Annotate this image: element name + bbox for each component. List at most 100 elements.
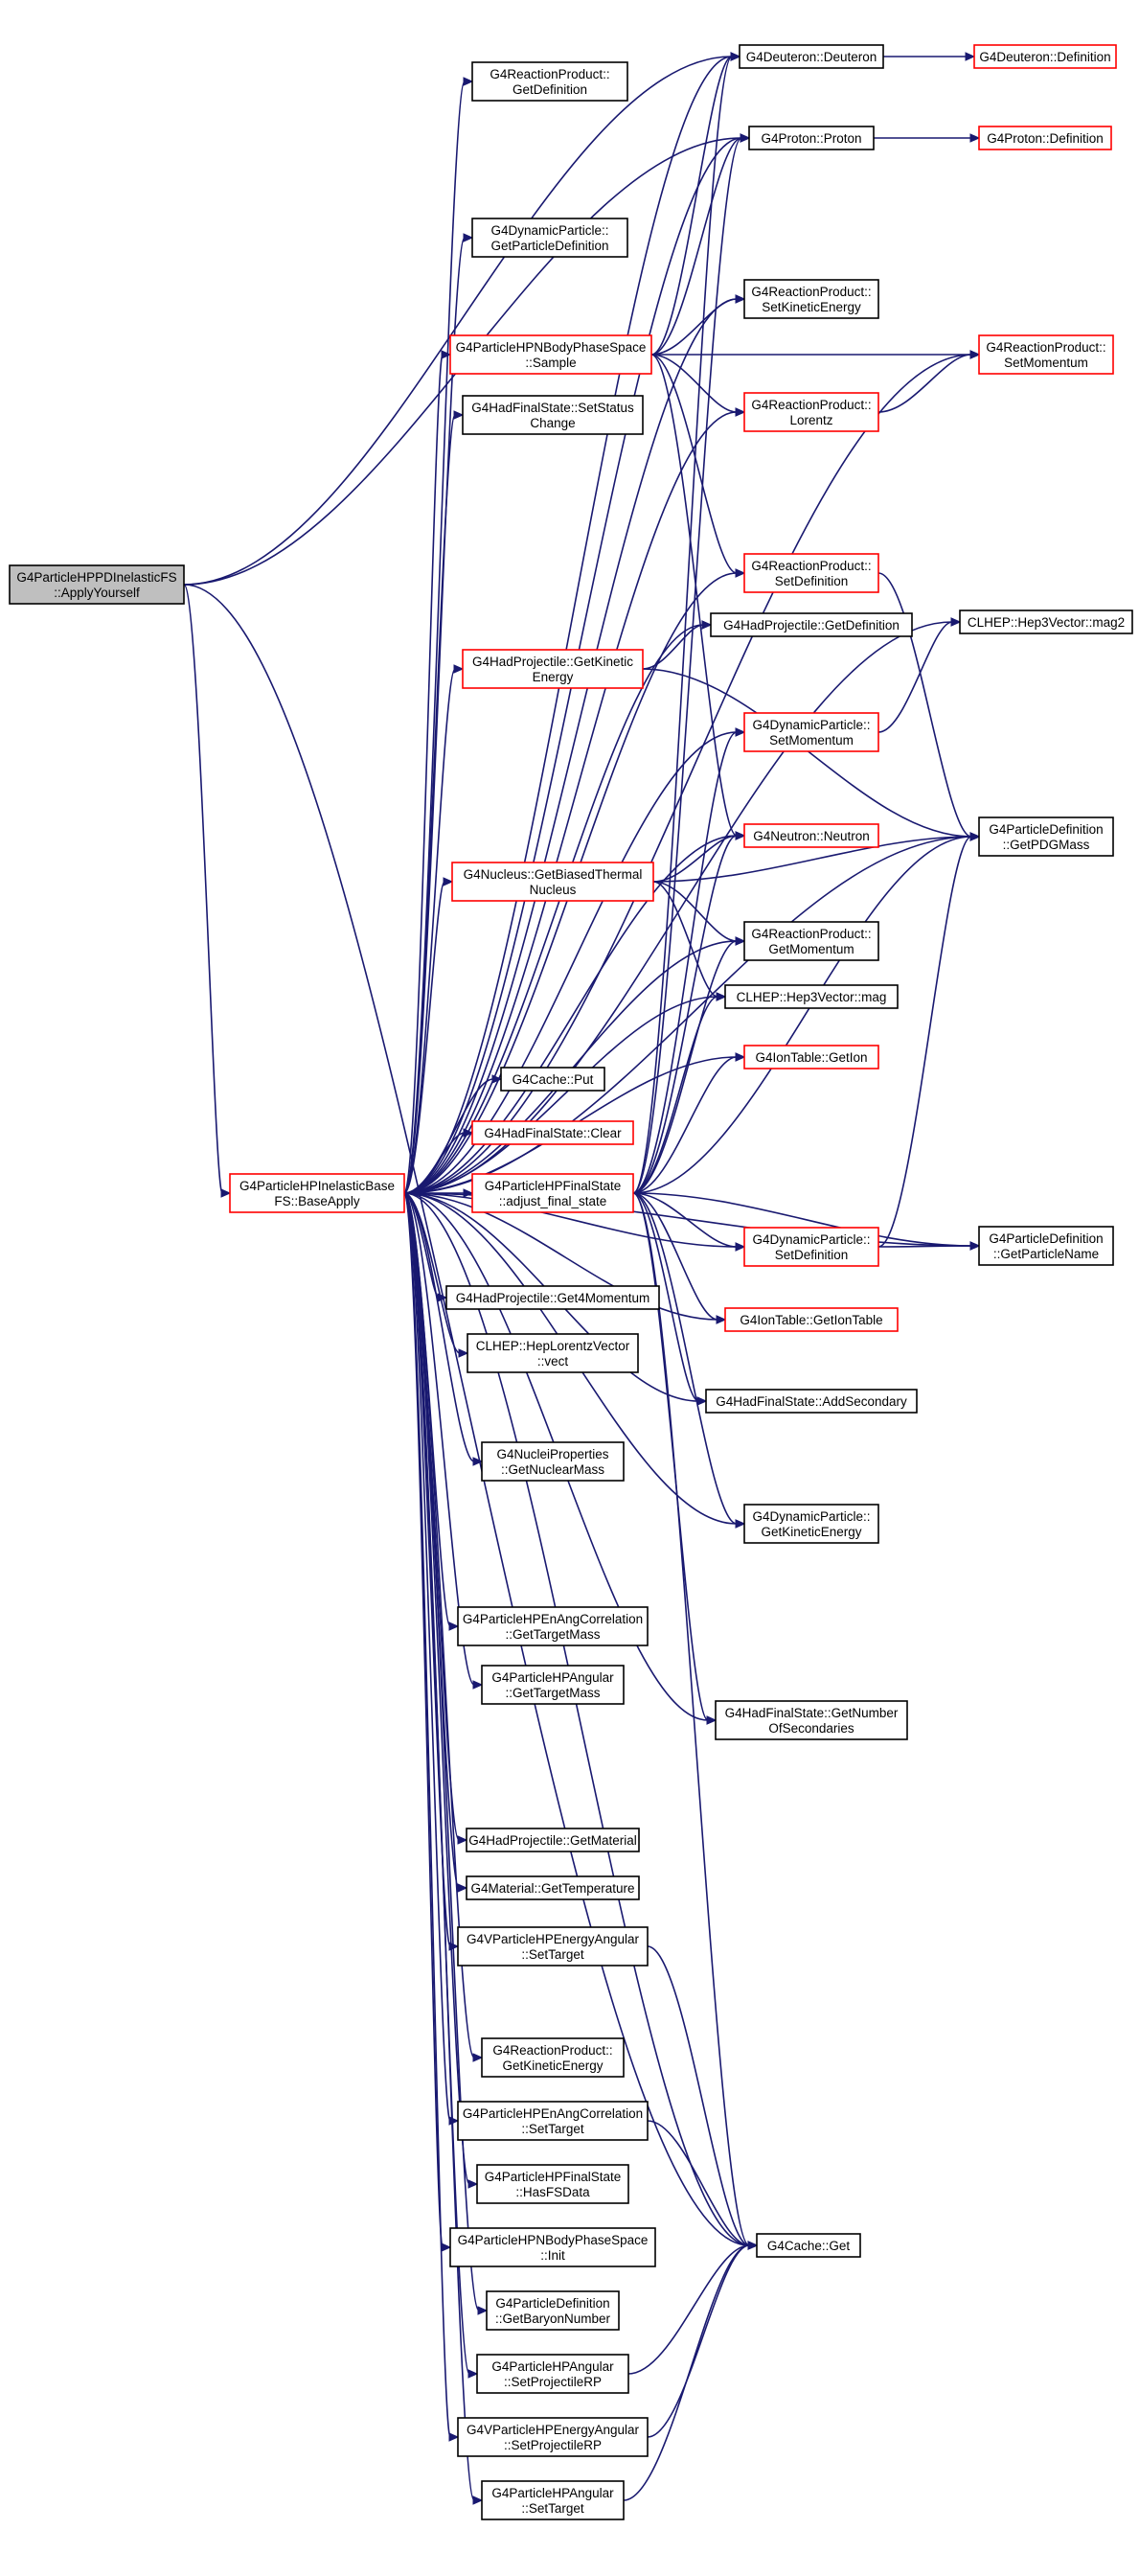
node-rp-getdef[interactable]: G4ReactionProduct::GetDefinition bbox=[471, 61, 628, 102]
node-label: G4Material::GetTemperature bbox=[470, 1881, 634, 1896]
node-label: Change bbox=[530, 416, 575, 430]
node-rp-setdef[interactable]: G4ReactionProduct::SetDefinition bbox=[743, 553, 879, 593]
node-nbody-sample[interactable]: G4ParticleHPNBodyPhaseSpace::Sample bbox=[449, 334, 652, 375]
node-label: ::SetTarget bbox=[521, 1947, 584, 1962]
node-ang-gtm[interactable]: G4ParticleHPAngular::GetTargetMass bbox=[481, 1665, 625, 1705]
node-mat-temp[interactable]: G4Material::GetTemperature bbox=[466, 1875, 640, 1900]
node-label: G4VParticleHPEnergyAngular bbox=[467, 1932, 640, 1946]
node-rp-lorentz[interactable]: G4ReactionProduct::Lorentz bbox=[743, 392, 879, 432]
node-cache-put[interactable]: G4Cache::Put bbox=[500, 1067, 605, 1092]
node-pd-pdgmass[interactable]: G4ParticleDefinition::GetPDGMass bbox=[978, 816, 1114, 857]
node-label: G4HadProjectile::GetKinetic bbox=[472, 655, 633, 669]
node-deut-ctor[interactable]: G4Deuteron::Deuteron bbox=[739, 44, 884, 69]
node-label: GetParticleDefinition bbox=[490, 239, 608, 253]
node-vea-settarget[interactable]: G4VParticleHPEnergyAngular::SetTarget bbox=[457, 1926, 649, 1966]
node-adjust[interactable]: G4ParticleHPFinalState::adjust_final_sta… bbox=[471, 1173, 634, 1213]
node-label: G4DynamicParticle:: bbox=[752, 1232, 870, 1247]
node-ang-setprp[interactable]: G4ParticleHPAngular::SetProjectileRP bbox=[476, 2354, 629, 2394]
call-edge-adjust-to-it_getiontable bbox=[632, 1192, 727, 1324]
node-label: ::Sample bbox=[525, 356, 576, 370]
node-neut-ctor[interactable]: G4Neutron::Neutron bbox=[743, 823, 879, 848]
node-pd-baryon[interactable]: G4ParticleDefinition::GetBaryonNumber bbox=[486, 2290, 620, 2331]
node-label: G4Proton::Definition bbox=[987, 131, 1104, 146]
node-hp-getke[interactable]: G4HadProjectile::GetKineticEnergy bbox=[462, 649, 644, 689]
node-label: ::vect bbox=[537, 1354, 569, 1368]
node-ang-settarget[interactable]: G4ParticleHPAngular::SetTarget bbox=[481, 2480, 625, 2520]
node-enang-settarget[interactable]: G4ParticleHPEnAngCorrelation::SetTarget bbox=[457, 2101, 649, 2141]
node-deut-def[interactable]: G4Deuteron::Definition bbox=[973, 44, 1117, 69]
node-it-getiontable[interactable]: G4IonTable::GetIonTable bbox=[724, 1307, 899, 1332]
call-edge-nuc_biased-to-h3_mag bbox=[652, 881, 727, 1001]
call-edge-vea_settarget-to-cache_get bbox=[647, 1945, 759, 2250]
node-label: SetKineticEnergy bbox=[762, 300, 861, 314]
node-label: G4ParticleHPFinalState bbox=[485, 2170, 622, 2184]
node-label: G4DynamicParticle:: bbox=[752, 718, 870, 732]
call-edge-base-to-rp_getmom bbox=[403, 936, 746, 1194]
node-label: G4Neutron::Neutron bbox=[753, 829, 870, 843]
node-rp-setmom[interactable]: G4ReactionProduct::SetMomentum bbox=[978, 334, 1114, 375]
node-label: Nucleus bbox=[530, 883, 577, 897]
node-dp-setmom[interactable]: G4DynamicParticle::SetMomentum bbox=[743, 712, 879, 752]
call-edge-base-to-nuc_biased bbox=[403, 877, 454, 1194]
node-np-nucmass[interactable]: G4NucleiProperties::GetNuclearMass bbox=[481, 1441, 625, 1482]
node-label: G4ParticleHPAngular bbox=[491, 2359, 614, 2374]
call-edge-base-to-nbody_sample bbox=[403, 350, 452, 1194]
node-rp-setke[interactable]: G4ReactionProduct::SetKineticEnergy bbox=[743, 279, 879, 319]
node-label: G4Deuteron::Definition bbox=[979, 50, 1110, 64]
call-edge-base-to-rp_getke bbox=[403, 1192, 484, 2062]
node-hfs-clear[interactable]: G4HadFinalState::Clear bbox=[471, 1120, 634, 1145]
node-label: Energy bbox=[533, 670, 574, 684]
node-prot-def[interactable]: G4Proton::Definition bbox=[978, 126, 1112, 150]
call-edge-adjust-to-dp_setmom bbox=[632, 727, 746, 1194]
node-dp-setdef[interactable]: G4DynamicParticle::SetDefinition bbox=[743, 1227, 879, 1267]
call-edge-adjust-to-prot_ctor bbox=[632, 133, 751, 1194]
node-label: ::SetTarget bbox=[521, 2501, 584, 2516]
node-label: CLHEP::Hep3Vector::mag2 bbox=[968, 615, 1125, 630]
call-edge-base-to-vea_setprp bbox=[403, 1192, 460, 2442]
node-fs-hasfsdata[interactable]: G4ParticleHPFinalState::HasFSData bbox=[476, 2164, 629, 2204]
call-edge-adjust-to-rp_getmom bbox=[632, 936, 746, 1194]
node-label: G4ParticleHPAngular bbox=[491, 1670, 614, 1685]
node-label: G4ParticleHPNBodyPhaseSpace bbox=[456, 340, 647, 355]
node-it-getion[interactable]: G4IonTable::GetIon bbox=[743, 1045, 879, 1070]
node-rp-getmom[interactable]: G4ReactionProduct::GetMomentum bbox=[743, 921, 879, 961]
node-label: G4IonTable::GetIonTable bbox=[740, 1313, 882, 1327]
node-label: G4HadProjectile::GetMaterial bbox=[468, 1833, 637, 1848]
node-rp-getke[interactable]: G4ReactionProduct::GetKineticEnergy bbox=[481, 2037, 625, 2078]
node-label: ::SetProjectileRP bbox=[504, 2375, 602, 2389]
node-label: ::SetTarget bbox=[521, 2122, 584, 2136]
node-label: ::GetBaryonNumber bbox=[495, 2312, 611, 2326]
node-nbody-init[interactable]: G4ParticleHPNBodyPhaseSpace::Init bbox=[449, 2227, 656, 2267]
node-label: GetKineticEnergy bbox=[502, 2058, 603, 2073]
node-hp-getdef[interactable]: G4HadProjectile::GetDefinition bbox=[710, 612, 913, 637]
node-enang-gtm[interactable]: G4ParticleHPEnAngCorrelation::GetTargetM… bbox=[457, 1606, 649, 1646]
call-edge-adjust-to-neut_ctor bbox=[632, 831, 746, 1194]
node-lv-vect[interactable]: CLHEP::HepLorentzVector::vect bbox=[467, 1333, 639, 1373]
node-vea-setprp[interactable]: G4VParticleHPEnergyAngular::SetProjectil… bbox=[457, 2417, 649, 2457]
node-label: G4HadFinalState::Clear bbox=[484, 1126, 622, 1140]
node-root[interactable]: G4ParticleHPPDInelasticFS::ApplyYourself bbox=[9, 564, 185, 605]
node-pd-pname[interactable]: G4ParticleDefinition::GetParticleName bbox=[978, 1226, 1114, 1266]
node-dp-getke[interactable]: G4DynamicParticle::GetKineticEnergy bbox=[743, 1504, 879, 1544]
node-h3-mag[interactable]: CLHEP::Hep3Vector::mag bbox=[724, 984, 899, 1009]
node-label: G4ReactionProduct:: bbox=[986, 340, 1105, 355]
call-edge-rp_lorentz-to-rp_setmom bbox=[877, 350, 981, 413]
node-h3-mag2[interactable]: CLHEP::Hep3Vector::mag2 bbox=[959, 610, 1133, 634]
node-hp-get4mom[interactable]: G4HadProjectile::Get4Momentum bbox=[445, 1285, 660, 1310]
call-edge-ang_settarget-to-cache_get bbox=[623, 2241, 759, 2501]
node-label: G4ReactionProduct:: bbox=[751, 559, 871, 573]
node-hp-getmat[interactable]: G4HadProjectile::GetMaterial bbox=[466, 1828, 640, 1852]
node-label: ::HasFSData bbox=[515, 2185, 590, 2199]
node-hfs-addsec[interactable]: G4HadFinalState::AddSecondary bbox=[705, 1389, 918, 1414]
call-edge-dp_setmom-to-h3_mag2 bbox=[877, 617, 962, 733]
node-dp-getpdef[interactable]: G4DynamicParticle::GetParticleDefinition bbox=[471, 218, 628, 258]
node-prot-ctor[interactable]: G4Proton::Proton bbox=[748, 126, 875, 150]
call-edge-enang_settarget-to-cache_get bbox=[647, 2120, 759, 2250]
node-cache-get[interactable]: G4Cache::Get bbox=[756, 2233, 861, 2258]
node-label: OfSecondaries bbox=[768, 1721, 854, 1736]
call-edge-base-to-np_nucmass bbox=[403, 1192, 484, 1466]
